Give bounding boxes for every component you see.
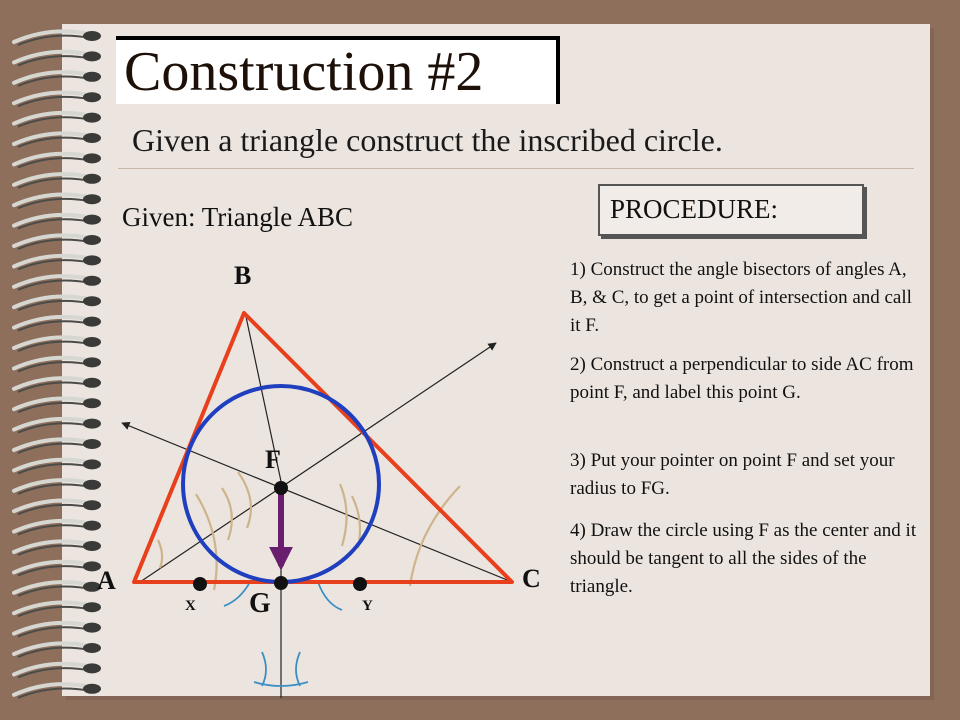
label-y: Y: [362, 598, 373, 614]
page-title: Construction #2: [124, 41, 484, 103]
point-g: [274, 576, 288, 590]
point-f: [274, 481, 288, 495]
compass-arcs-tan: [156, 471, 461, 591]
compass-arcs-blue: [223, 581, 343, 687]
procedure-step-4: 4) Draw the circle using F as the center…: [570, 520, 917, 597]
spiral-coil: [12, 416, 101, 434]
spiral-coil: [12, 29, 101, 46]
spiral-coil: [12, 233, 101, 250]
spiral-coil: [12, 70, 101, 87]
spiral-coil: [12, 172, 101, 189]
procedure-step-3: 3) Put your pointer on point F and set y…: [570, 450, 895, 499]
spiral-coil: [12, 274, 101, 291]
spiral-coil: [12, 682, 101, 699]
spiral-coil: [12, 620, 101, 638]
label-b: B: [234, 261, 251, 290]
spiral-coil: [12, 580, 101, 597]
spiral-coil: [12, 641, 101, 658]
label-a: A: [97, 566, 116, 595]
spiral-coil: [12, 212, 101, 230]
spiral-coil: [12, 376, 101, 393]
spiral-coil: [12, 131, 101, 148]
label-x: X: [185, 598, 196, 614]
spiral-coil: [12, 661, 101, 679]
spiral-coil: [12, 457, 101, 475]
spiral-coil: [12, 49, 101, 67]
procedure-step-1: 1) Construct the angle bisectors of angl…: [570, 259, 912, 336]
point-x: [193, 577, 207, 591]
spiral-coil: [12, 110, 101, 128]
subtitle: Given a triangle construct the inscribed…: [132, 122, 723, 158]
bisector-line-a: [139, 342, 497, 583]
procedure-box: [598, 184, 864, 236]
title-box: [116, 36, 560, 104]
spiral-coil: [12, 253, 101, 271]
spiral-coil: [12, 478, 101, 495]
spiral-coil: [12, 192, 101, 210]
spiral-coil: [12, 539, 101, 556]
bisector-line-c: [121, 421, 513, 583]
spiral-coil: [12, 559, 101, 577]
label-g: G: [249, 588, 271, 619]
spiral-coil: [12, 335, 101, 352]
spiral-coil: [12, 90, 101, 108]
bisector-line-b: [244, 311, 283, 487]
spiral-coil: [12, 294, 101, 312]
spiral-coil: [12, 518, 101, 536]
procedure-step-2: 2) Construct a perpendicular to side AC …: [570, 354, 914, 403]
spiral-coil: [12, 151, 101, 169]
spiral-coil: [12, 314, 101, 332]
spiral-coil: [12, 498, 101, 516]
label-c: C: [522, 564, 541, 593]
procedure-heading: PROCEDURE:: [610, 194, 779, 224]
spiral-coil: [12, 437, 101, 454]
divider: [118, 168, 914, 169]
spiral-coil: [12, 600, 101, 618]
spiral-coil: [12, 396, 101, 414]
label-f: F: [265, 445, 281, 474]
spiral-coil: [12, 355, 101, 373]
spiral-binding: [12, 29, 101, 699]
given-label: Given: Triangle ABC: [122, 202, 354, 232]
point-y: [353, 577, 367, 591]
